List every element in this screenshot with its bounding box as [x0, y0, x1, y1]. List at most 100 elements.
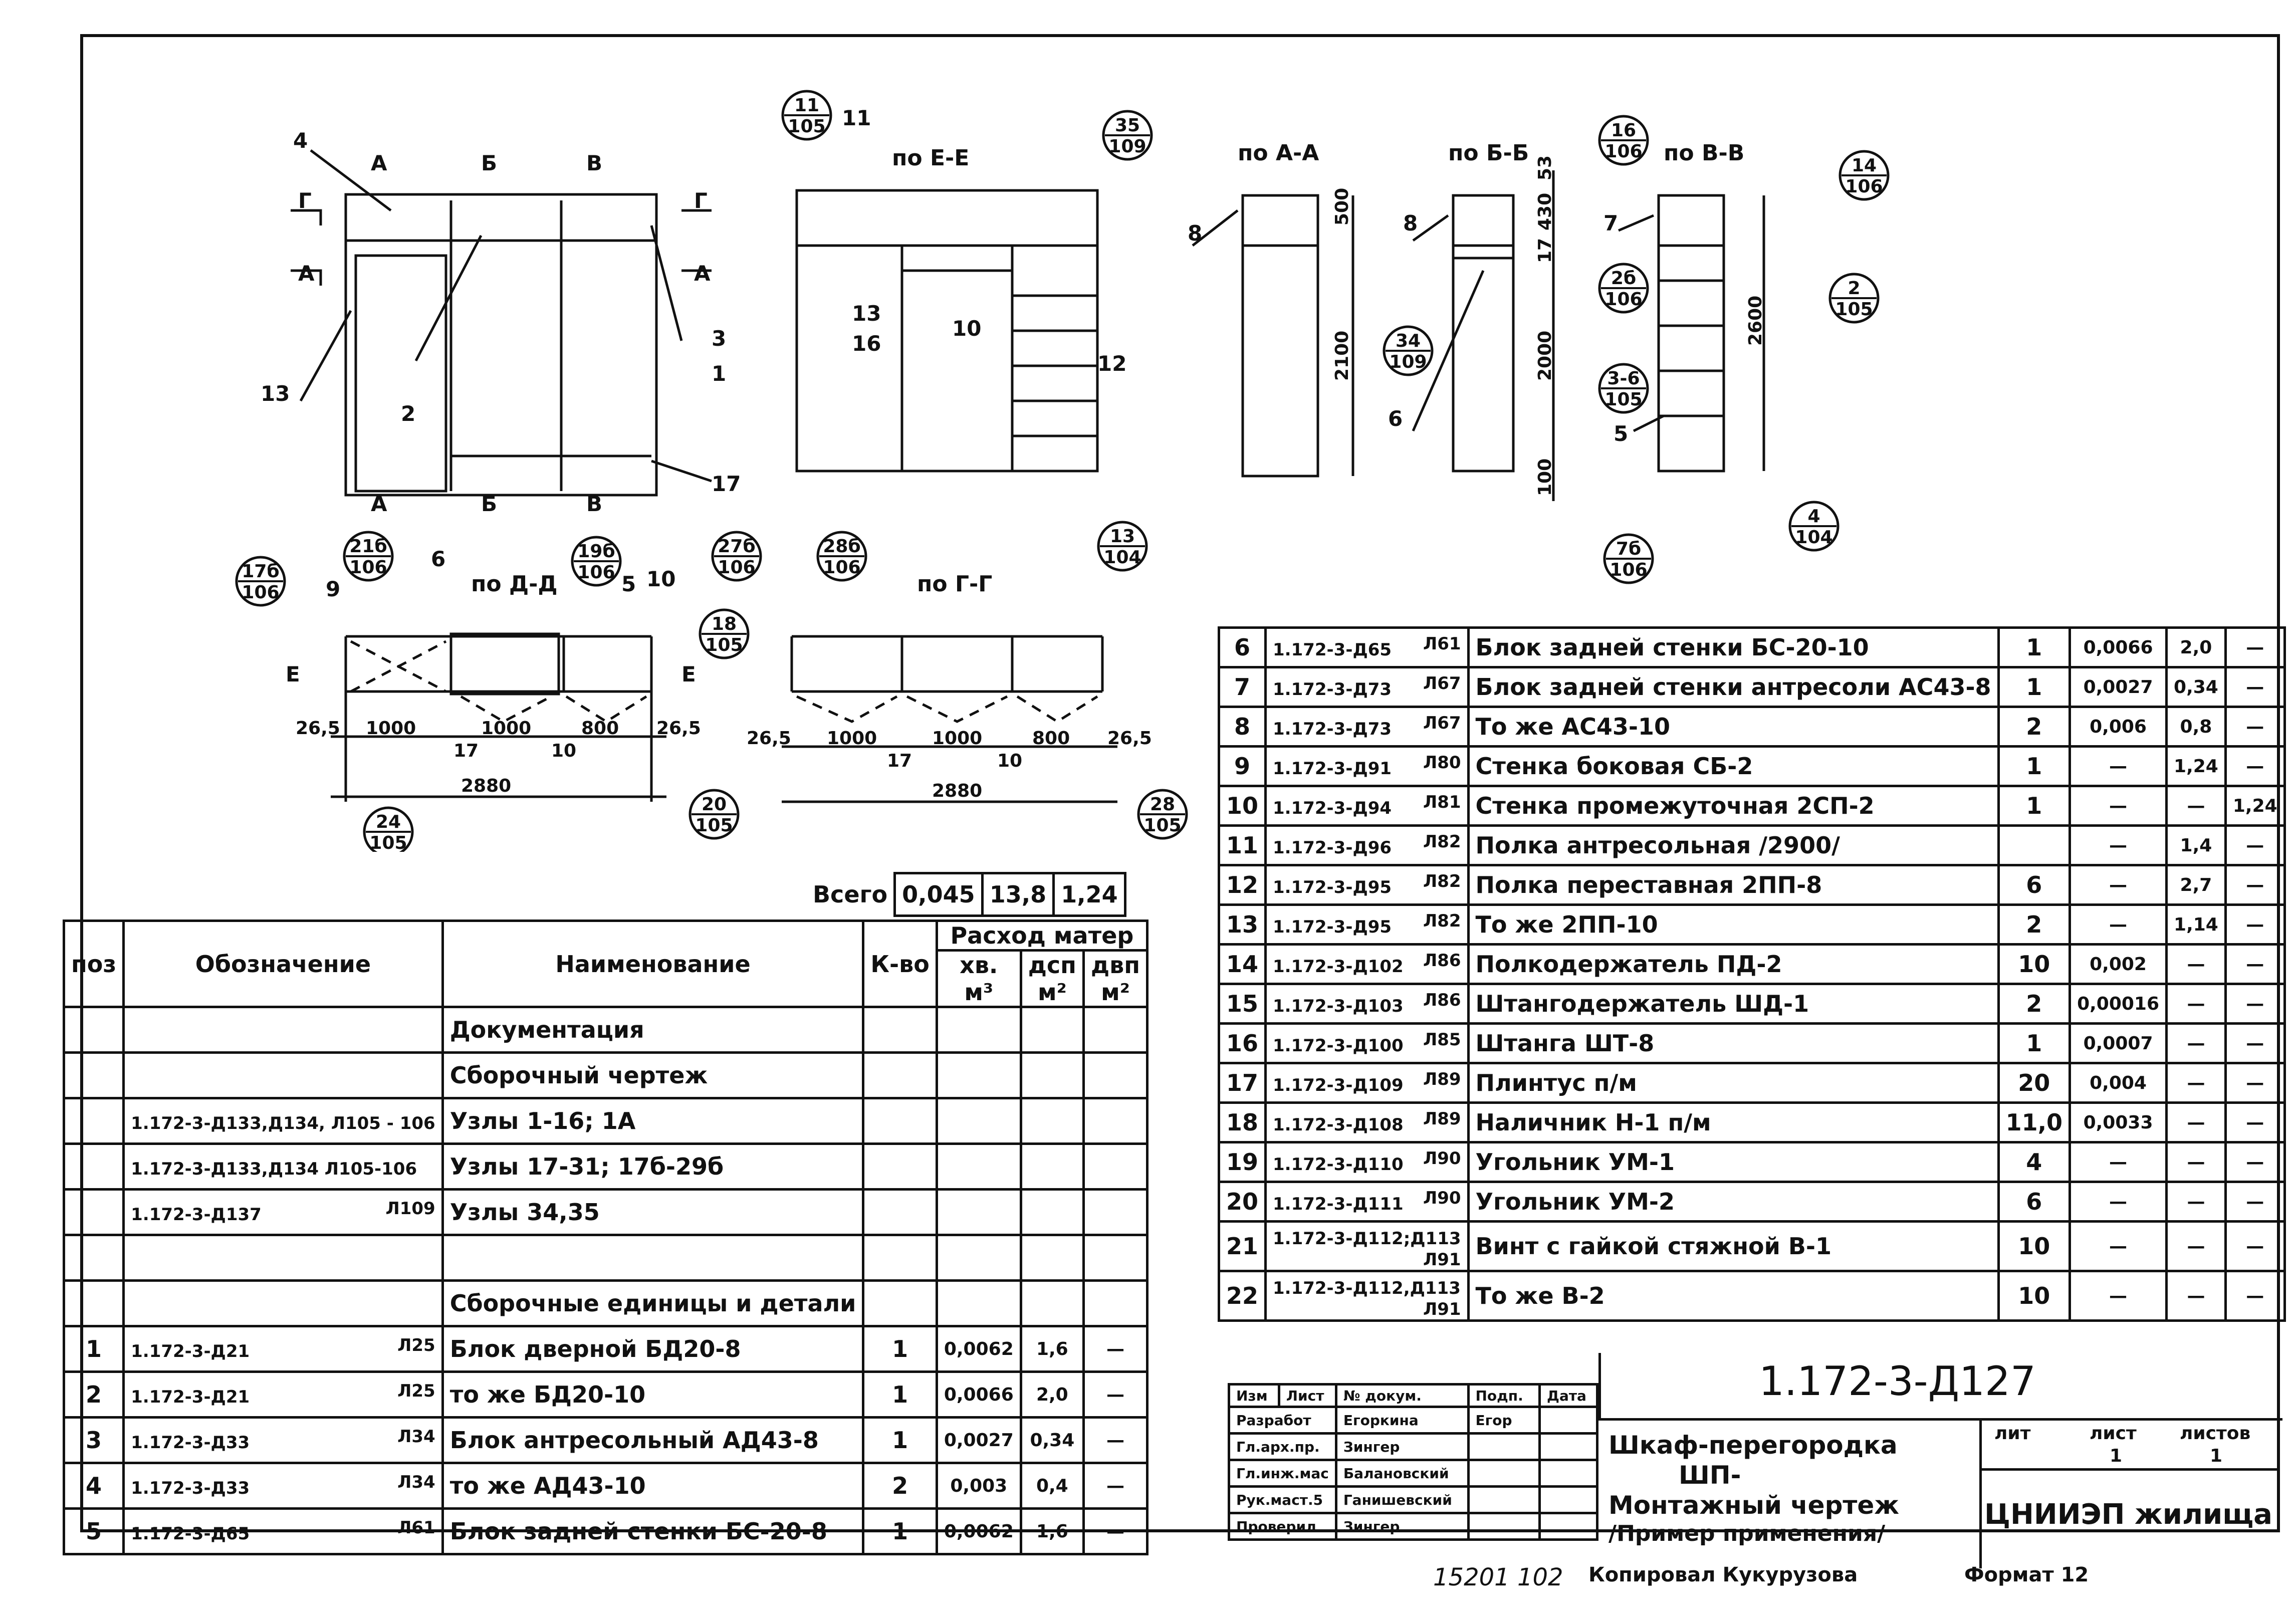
spec-sheet-ref: Л85: [1423, 1030, 1461, 1050]
circle-vv-1-bottom: 106: [1604, 141, 1642, 162]
spec-pos: 21: [1217, 1220, 1267, 1272]
spec-name: Узлы 34,35: [441, 1188, 865, 1236]
dim-gg-26-5-left: 26,5: [747, 728, 791, 749]
spec-designation: 1.172-3-Д133,Д134, Л105 - 106: [122, 1097, 444, 1145]
spec-qty: [862, 1051, 938, 1099]
spec-material-1: 0,0027: [935, 1416, 1022, 1464]
spec-qty: 11,0: [1997, 1101, 2072, 1143]
spec-name: Полкодержатель ПД-2: [1467, 943, 2000, 985]
spec-material-1: —: [2069, 1141, 2168, 1183]
circle-gg-4-bottom: 105: [1143, 815, 1181, 836]
spec-material-1: 0,0027: [2069, 666, 2168, 708]
spec-pos: [62, 1142, 125, 1191]
spec-material-1: 0,0033: [2069, 1101, 2168, 1143]
spec-pos: [62, 1188, 125, 1236]
sheets-label: листов: [2180, 1423, 2251, 1444]
spec-material-2: —: [2165, 1141, 2227, 1183]
callout-bb-6: 6: [1388, 406, 1403, 431]
spec-material-2: [1019, 1188, 1085, 1236]
dim-gg-1000-a: 1000: [827, 728, 877, 749]
spec-qty: 2: [1997, 983, 2072, 1025]
spec-material-1: [935, 1234, 1022, 1282]
staff-name: Ганишевский: [1334, 1485, 1470, 1514]
spec-name: Блок антресольный АД43-8: [441, 1416, 865, 1464]
dim-gg-800: 800: [1032, 728, 1070, 749]
spec-material-3: —: [2224, 1270, 2286, 1322]
dim-bb-17: 17: [1535, 238, 1555, 263]
circle-dd-2-top: 21б: [349, 536, 387, 557]
dim-dd-800: 800: [581, 718, 619, 739]
spec-name: Полка антресольная /2900/: [1467, 824, 2000, 866]
spec-material-3: —: [2224, 626, 2286, 668]
spec-designation-code: 1.172-3-Д33: [131, 1433, 250, 1453]
header-m1: хв. м³: [935, 949, 1022, 1008]
spec-material-3: —: [1082, 1416, 1149, 1464]
dim-bb-53: 53: [1535, 155, 1555, 180]
spec-pos: [62, 1006, 125, 1054]
staff-role: Проверил: [1228, 1512, 1337, 1541]
staff-role: Разрабoт: [1228, 1406, 1337, 1435]
section-bb-title: по Б-Б: [1448, 140, 1529, 166]
spec-name: Стенка промежуточная 2СП-2: [1467, 785, 2000, 827]
spec-designation: [122, 1234, 444, 1282]
circle-bb-1-top: 34: [1396, 331, 1421, 351]
spec-qty: 1: [1997, 626, 2072, 668]
spec-name: Сборочный чертеж: [441, 1051, 865, 1099]
spec-material-1: [935, 1188, 1022, 1236]
spec-material-3: —: [2224, 1220, 2286, 1272]
dim-dd-2880: 2880: [461, 776, 511, 796]
spec-designation: 1.172-3-Д133,Д134 Л105-106: [122, 1142, 444, 1191]
spec-pos: [62, 1279, 125, 1327]
spec-material-3: —: [2224, 943, 2286, 985]
circle-vv-2-top: 14: [1852, 155, 1877, 176]
copied-by: Копировал Кукурузова: [1588, 1563, 1858, 1586]
section-vv-outline: [1657, 194, 1725, 473]
spec-sheet-ref: Л34: [397, 1427, 435, 1447]
organization: ЦНИИЭП жилища: [1984, 1498, 2272, 1531]
spec-pos: [62, 1234, 125, 1282]
spec-qty: 4: [1997, 1141, 2072, 1183]
spec-pos: 20: [1217, 1181, 1267, 1223]
circle-vv-7-top: 4: [1807, 506, 1820, 527]
spec-sheet-ref: Л34: [397, 1472, 435, 1492]
circle-dd-1-top: 17б: [242, 561, 279, 582]
spec-material-2: 0,8: [2165, 706, 2227, 748]
callout-ee-12: 12: [1097, 351, 1126, 376]
spec-qty: 10: [1997, 1270, 2072, 1322]
spec-name: Наличник Н-1 п/м: [1467, 1101, 2000, 1143]
spec-material-2: 0,34: [2165, 666, 2227, 708]
spec-designation-code: 1.172-3-Д137: [131, 1205, 262, 1225]
spec-material-3: —: [2224, 1181, 2286, 1223]
header-material: Расход матер: [935, 919, 1149, 952]
circle-dd-2-bottom: 106: [349, 557, 387, 578]
spec-material-3: —: [2224, 706, 2286, 748]
spec-material-2: [1019, 1234, 1085, 1282]
callout-vv-5: 5: [1614, 421, 1628, 446]
spec-designation: [122, 1006, 444, 1054]
spec-sheet-ref: Л61: [397, 1518, 435, 1538]
tb-col-sign: Подп.: [1467, 1383, 1541, 1408]
spec-material-1: 0,0062: [935, 1507, 1022, 1555]
dim-dd-10: 10: [551, 741, 576, 761]
spec-qty: [862, 1279, 938, 1327]
callout-front-2: 2: [401, 401, 415, 426]
staff-date: [1538, 1432, 1598, 1461]
